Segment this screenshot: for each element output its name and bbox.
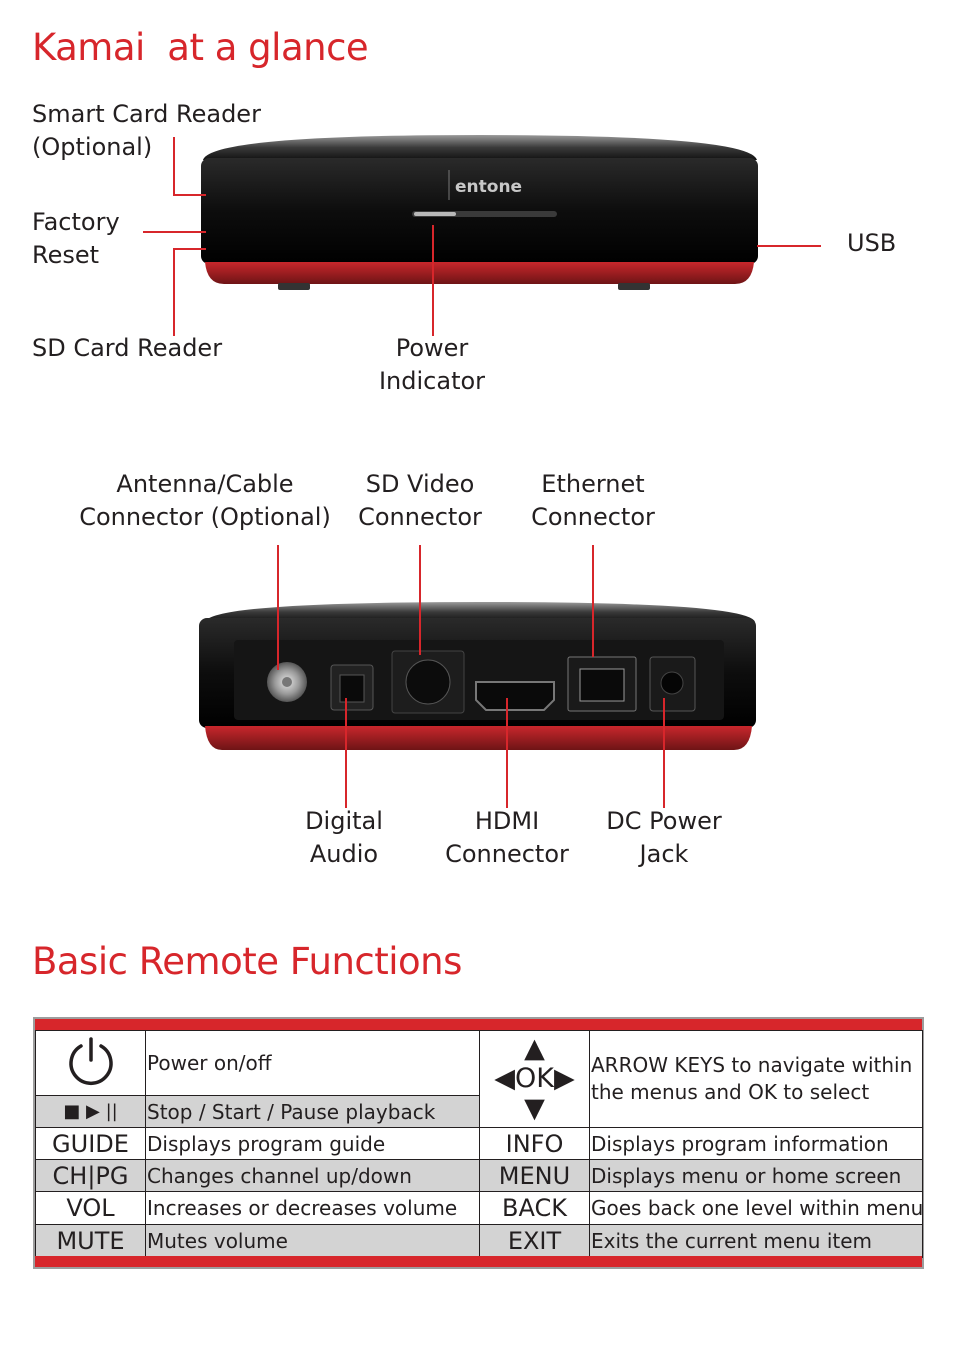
label-factory-reset: Factory Reset [32, 208, 120, 269]
playback-keys: ■ ▶ || [35, 1095, 146, 1128]
mute-key: MUTE [35, 1224, 146, 1258]
power-desc: Power on/off [145, 1030, 480, 1096]
exit-desc: Exits the current menu item [589, 1224, 923, 1258]
vol-key: VOL [35, 1191, 146, 1225]
ethernet-port-icon [579, 668, 625, 702]
chpg-key: CH|PG [35, 1159, 146, 1192]
svideo-port-icon [405, 659, 451, 705]
guide-desc: Displays program guide [145, 1127, 480, 1160]
ok-arrows-key: ◀OK▶ [494, 1063, 575, 1094]
exit-key: EXIT [479, 1224, 590, 1258]
section-title-remote: Basic Remote Functions [32, 940, 462, 983]
arrow-down-icon: ▼ [524, 1093, 545, 1124]
table-row: VOL Increases or decreases volume BACK G… [35, 1191, 923, 1225]
vol-desc: Increases or decreases volume [145, 1191, 480, 1225]
mute-desc: Mutes volume [145, 1224, 480, 1258]
table-row: Power on/off ▲ ◀OK▶ ▼ ARROW KEYS to navi… [35, 1030, 923, 1128]
table-row: ■ ▶ || Stop / Start / Pause playback [35, 1095, 923, 1128]
back-desc: Goes back one level within menus [589, 1191, 923, 1225]
menu-desc: Displays menu or home screen [589, 1159, 923, 1192]
device-back [199, 602, 756, 750]
device-front-illustration: entone [143, 135, 821, 808]
dc-jack-icon [660, 671, 684, 695]
power-icon [68, 1037, 113, 1085]
back-leader-lines [277, 545, 665, 808]
device-front: entone [201, 135, 758, 290]
guide-key: GUIDE [35, 1127, 146, 1160]
remote-functions-table: Power on/off ▲ ◀OK▶ ▼ ARROW KEYS to navi… [33, 1017, 924, 1269]
label-ethernet-connector: Ethernet Connector [531, 470, 655, 531]
power-key-cell [35, 1030, 146, 1096]
label-dc-power-jack: DC Power Jack [606, 807, 722, 868]
chpg-desc: Changes channel up/down [145, 1159, 480, 1192]
menu-key: MENU [479, 1159, 590, 1192]
entone-logo: entone [455, 177, 522, 197]
info-key: INFO [479, 1127, 590, 1160]
label-antenna-connector: Antenna/Cable Connector (Optional) [79, 470, 331, 531]
arrow-keys-cell: ▲ ◀OK▶ ▼ [479, 1030, 590, 1128]
label-usb: USB [847, 229, 897, 257]
label-power-indicator: Power Indicator [378, 334, 486, 395]
label-sd-video-connector: SD Video Connector [358, 470, 482, 531]
label-smart-card-reader: Smart Card Reader (Optional) [32, 100, 261, 161]
back-key: BACK [479, 1191, 590, 1225]
label-digital-audio: Digital Audio [305, 807, 383, 868]
arrow-up-icon: ▲ [524, 1033, 545, 1064]
playback-desc: Stop / Start / Pause playback [145, 1095, 480, 1128]
label-hdmi-connector: HDMI Connector [445, 807, 569, 868]
table-bottom-bar [35, 1256, 922, 1267]
front-leader-lines [143, 137, 821, 336]
info-desc: Displays program information [589, 1127, 923, 1160]
table-top-bar [35, 1019, 922, 1030]
hdmi-port-icon [475, 681, 555, 711]
table-row: CH|PG Changes channel up/down MENU Displ… [35, 1159, 923, 1192]
optical-port-icon [339, 674, 365, 703]
table-row: GUIDE Displays program guide INFO Displa… [35, 1127, 923, 1160]
arrow-keys-desc: ARROW KEYS to navigate within the menus … [589, 1030, 923, 1128]
table-row: MUTE Mutes volume EXIT Exits the current… [35, 1224, 923, 1258]
label-sd-card-reader: SD Card Reader [32, 334, 223, 362]
page-title: Kamai at a glance [32, 26, 369, 69]
